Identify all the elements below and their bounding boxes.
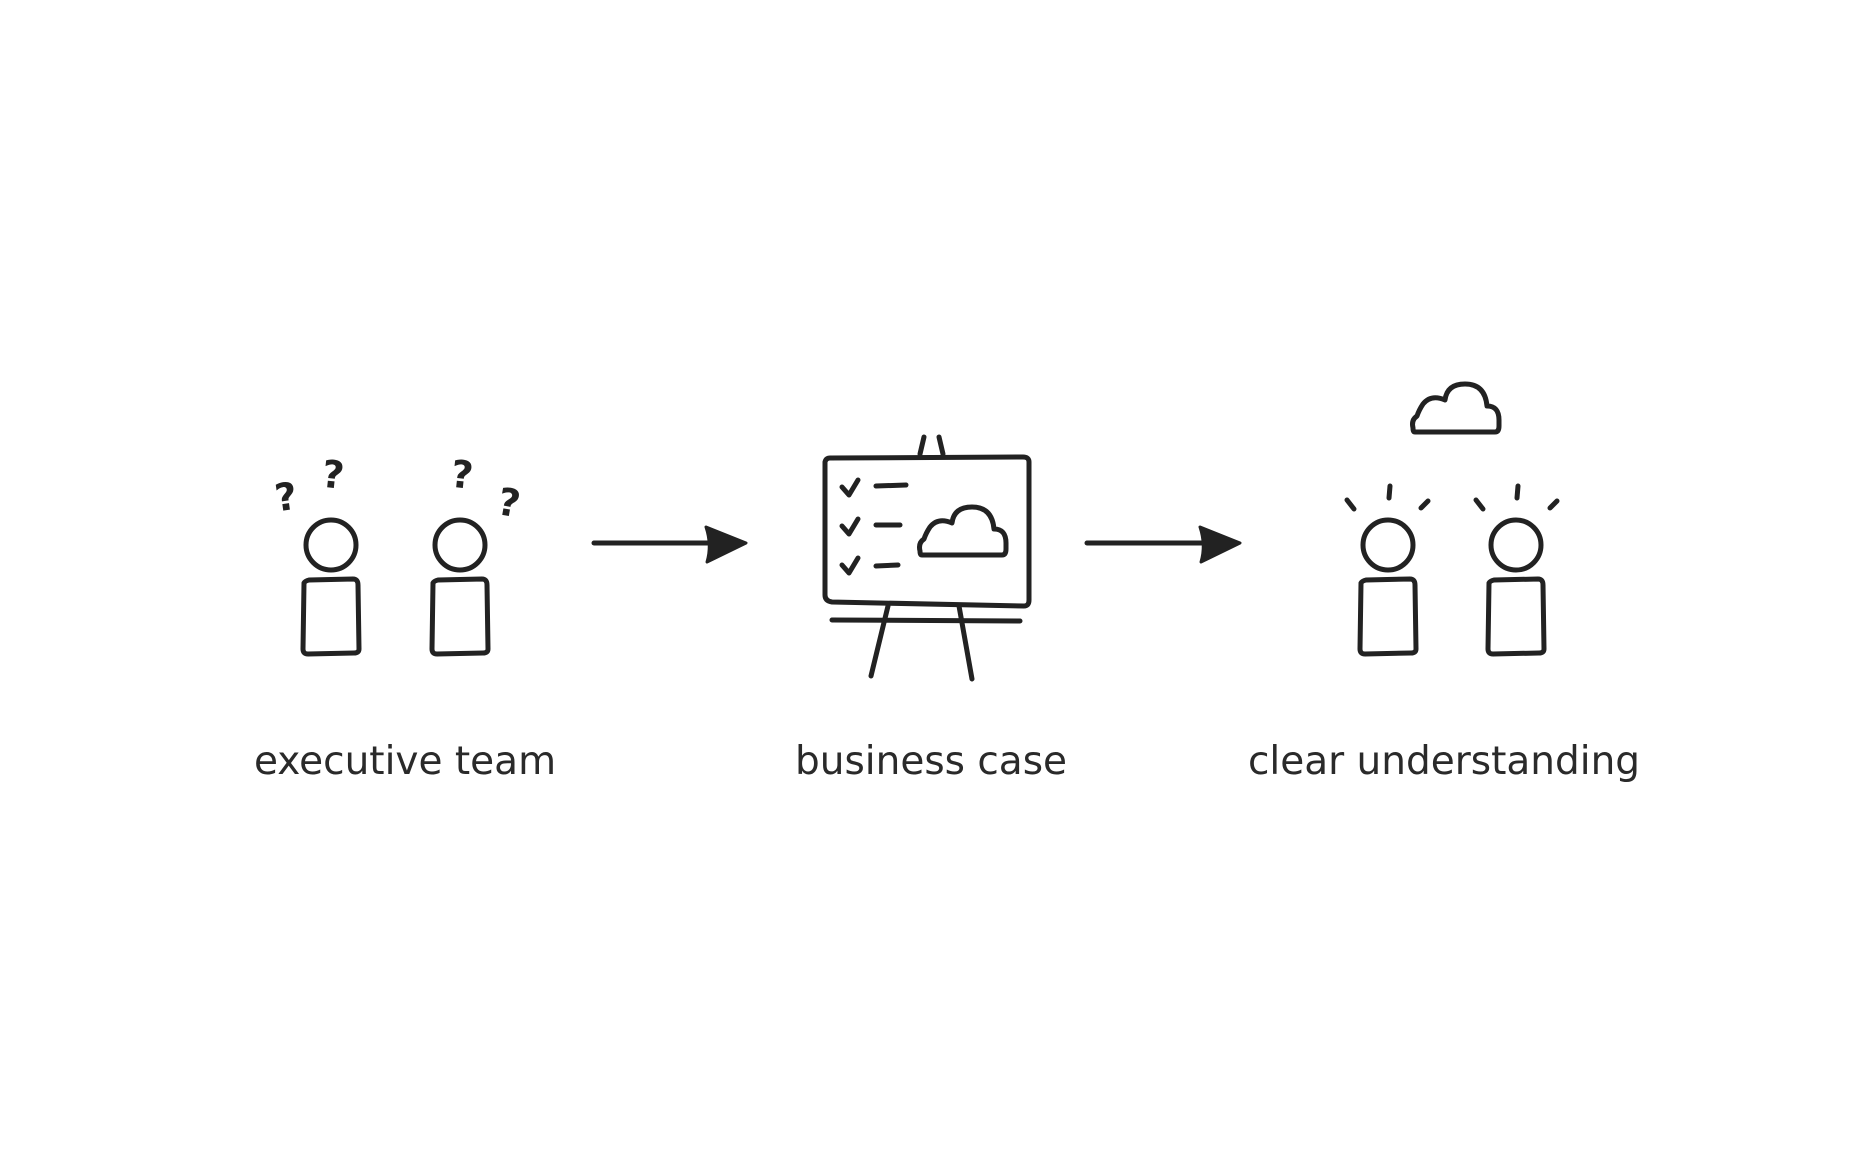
question-mark-icon: ? [449, 452, 476, 498]
sparkle-icon [1344, 497, 1357, 512]
step-business-case: business case [795, 434, 1067, 784]
sparkle-icon [1473, 497, 1486, 512]
cloud-icon [1413, 384, 1500, 432]
checkmark-icon [839, 516, 861, 537]
step-clear-understanding: clear understanding [1248, 384, 1640, 784]
step-executive-team: ? ? ? ? executive team [254, 452, 556, 784]
step-label: business case [795, 739, 1067, 784]
arrow-right-icon [591, 525, 748, 564]
presentation-easel-icon [822, 434, 1032, 682]
question-mark-icon: ? [320, 452, 347, 498]
cloud-icon [920, 507, 1007, 555]
question-mark-icon: ? [494, 479, 523, 526]
person-figure [303, 520, 359, 654]
person-figure [432, 520, 488, 654]
person-figure [1360, 520, 1416, 654]
confused-people-icon: ? ? ? ? [272, 452, 524, 654]
step-label: executive team [254, 739, 556, 784]
person-figure [1488, 520, 1544, 654]
checkmark-icon [839, 477, 861, 498]
enlightened-people-icon [1344, 384, 1560, 654]
checkmark-icon [839, 555, 861, 576]
step-label: clear understanding [1248, 739, 1640, 784]
easel-board [822, 454, 1032, 609]
arrow-right-icon [1084, 525, 1242, 564]
question-mark-icon: ? [272, 474, 300, 521]
